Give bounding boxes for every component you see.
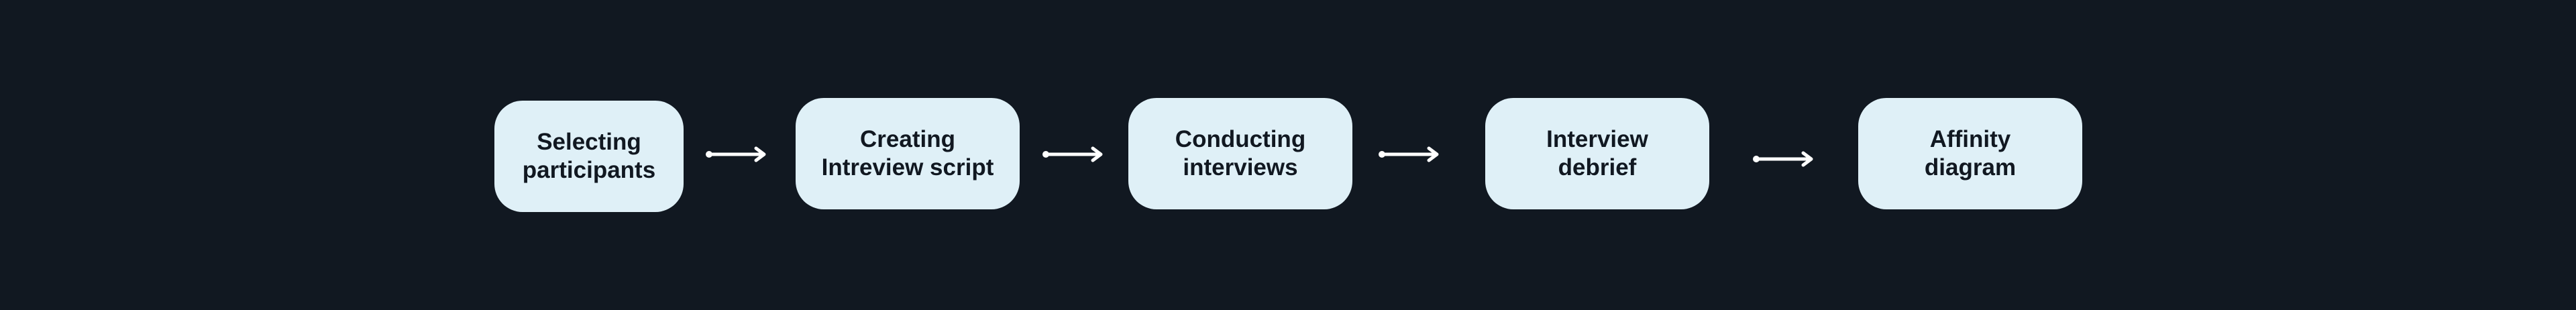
step-label-line-2: debrief xyxy=(1558,154,1637,180)
step-label-line-2: interviews xyxy=(1183,154,1298,180)
step-label-line-2: participants xyxy=(522,157,656,183)
step-interview-debrief: Interview debrief xyxy=(1485,98,1709,209)
step-affinity-diagram: Affinity diagram xyxy=(1858,98,2082,209)
step-label-line-2: diagram xyxy=(1924,154,2017,180)
step-label-line-1: Conducting xyxy=(1175,126,1306,152)
arrow-1-icon xyxy=(706,146,766,162)
step-conducting-interviews: Conducting interviews xyxy=(1128,98,1352,209)
arrow-2-icon xyxy=(1042,146,1103,162)
step-label-line-1: Selecting xyxy=(537,129,641,155)
step-label-line-1: Affinity xyxy=(1929,126,2011,152)
step-selecting-participants: Selecting participants xyxy=(494,101,684,212)
step-creating-interview-script: Creating Intreview script xyxy=(796,98,1020,209)
arrow-4-icon xyxy=(1753,151,1813,167)
step-label-line-1: Interview xyxy=(1546,126,1648,152)
step-label-line-1: Creating xyxy=(860,126,955,152)
arrow-3-icon xyxy=(1379,146,1439,162)
step-label-line-2: Intreview script xyxy=(821,154,994,180)
